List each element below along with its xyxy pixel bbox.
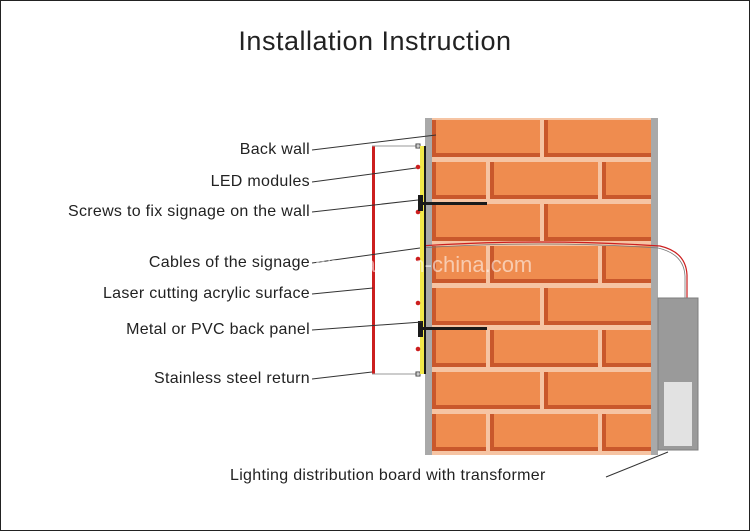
label-screws: Screws to fix signage on the wall bbox=[67, 203, 310, 220]
brick bbox=[436, 246, 486, 279]
leader-lines bbox=[311, 134, 669, 478]
label-led-modules: LED modules bbox=[210, 173, 310, 190]
brick bbox=[436, 204, 540, 237]
led-strip bbox=[420, 146, 424, 374]
brick bbox=[606, 330, 651, 363]
leader-distribution-board bbox=[605, 451, 669, 478]
signage-cable bbox=[419, 241, 688, 298]
screw-head-1 bbox=[418, 195, 423, 211]
brick bbox=[436, 330, 486, 363]
leader-led-modules bbox=[311, 167, 417, 183]
brick bbox=[436, 372, 540, 405]
brick bbox=[436, 120, 540, 153]
label-laser-surface: Laser cutting acrylic surface bbox=[102, 285, 310, 302]
distribution-box-panel bbox=[664, 382, 692, 446]
brick bbox=[436, 162, 486, 195]
brick bbox=[606, 414, 651, 447]
leader-back-panel bbox=[311, 321, 423, 331]
screw-shaft-1 bbox=[423, 202, 487, 205]
brick bbox=[436, 414, 486, 447]
screw-shaft-2 bbox=[423, 327, 487, 330]
brick bbox=[436, 288, 540, 321]
screw-head-2 bbox=[418, 321, 423, 337]
label-cables: Cables of the signage bbox=[148, 254, 310, 271]
brick bbox=[494, 330, 598, 363]
leader-screws bbox=[311, 199, 419, 213]
leader-steel-return bbox=[311, 371, 373, 380]
acrylic-surface bbox=[372, 146, 375, 374]
led-dot bbox=[415, 164, 421, 170]
brick bbox=[548, 288, 651, 321]
back-panel bbox=[424, 146, 426, 374]
wall-right-border bbox=[651, 118, 658, 455]
brick bbox=[606, 162, 651, 195]
label-distribution-board: Lighting distribution board with transfo… bbox=[230, 467, 546, 484]
signage-cable-shadow bbox=[419, 243, 686, 298]
label-back-panel: Metal or PVC back panel bbox=[126, 321, 310, 338]
leader-cables bbox=[311, 247, 421, 264]
wall-left-border bbox=[425, 118, 432, 455]
watermark: jinyifan.en.made-in-china.com bbox=[240, 252, 533, 277]
led-dot bbox=[415, 256, 421, 262]
brick bbox=[548, 372, 651, 405]
brick-wall bbox=[432, 120, 651, 451]
led-dot bbox=[415, 346, 421, 352]
leader-laser-surface bbox=[311, 287, 374, 295]
brick bbox=[548, 120, 651, 153]
brick bbox=[606, 246, 651, 279]
brick bbox=[494, 246, 598, 279]
leader-back-wall bbox=[311, 134, 437, 151]
brick bbox=[494, 414, 598, 447]
led-dot bbox=[415, 300, 421, 306]
label-steel-return: Stainless steel return bbox=[153, 370, 310, 387]
diagram-title: Installation Instruction bbox=[238, 26, 512, 56]
label-back-wall: Back wall bbox=[239, 141, 310, 158]
brick bbox=[548, 204, 651, 237]
brick bbox=[494, 162, 598, 195]
